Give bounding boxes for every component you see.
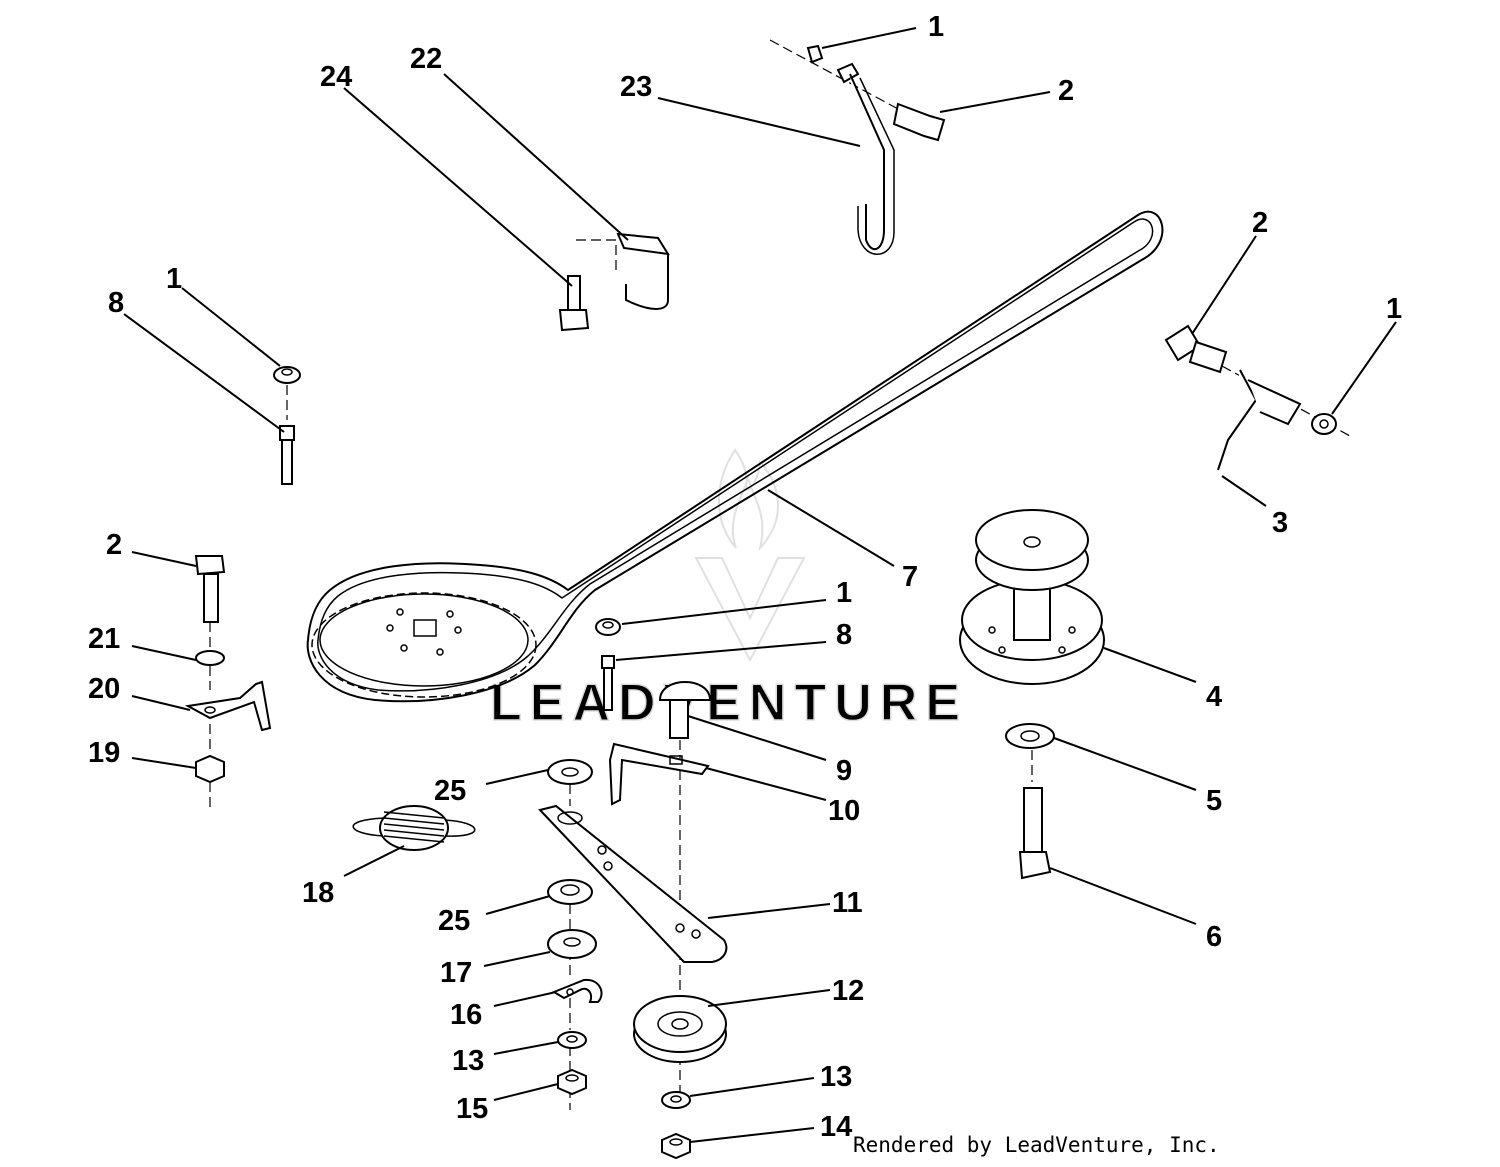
callout-1: 1 xyxy=(928,11,944,43)
leader-lines xyxy=(123,27,1397,1143)
callout-19: 19 xyxy=(88,737,120,769)
callout-23: 23 xyxy=(620,71,652,103)
callout-12: 12 xyxy=(832,975,864,1007)
callout-24: 24 xyxy=(320,61,352,93)
belt-guide-right xyxy=(1164,324,1351,471)
callout-22: 22 xyxy=(410,43,442,75)
callout-15: 15 xyxy=(456,1093,488,1125)
spring-clip xyxy=(551,978,603,1003)
bracket-assembly-left xyxy=(184,555,272,808)
idler-pulley xyxy=(633,995,727,1063)
callout-16: 16 xyxy=(450,999,482,1031)
idler-bracket xyxy=(608,742,710,806)
flat-washer-right xyxy=(661,1091,691,1109)
callout-6: 6 xyxy=(1206,921,1222,953)
callout-13: 13 xyxy=(452,1045,484,1077)
leadventure-watermark: LEADVENTURE xyxy=(489,448,968,733)
idler-arm xyxy=(538,804,728,963)
callout-10: 10 xyxy=(828,795,860,827)
callout-1: 1 xyxy=(166,263,182,295)
callout-14: 14 xyxy=(820,1111,852,1143)
callout-20: 20 xyxy=(88,673,120,705)
callout-21: 21 xyxy=(88,623,120,655)
bushing-lower xyxy=(547,879,593,905)
tension-spring xyxy=(352,805,476,851)
pulley-washer-bolt xyxy=(1005,723,1055,880)
drive-belt xyxy=(306,210,1164,703)
callout-11: 11 xyxy=(832,887,863,919)
callout-3: 3 xyxy=(1272,507,1288,539)
callout-25: 25 xyxy=(434,775,466,807)
callout-25: 25 xyxy=(438,905,470,937)
callout-7: 7 xyxy=(902,561,918,593)
flat-washer-left xyxy=(557,1031,587,1049)
callout-9: 9 xyxy=(836,755,852,787)
callout-17: 17 xyxy=(440,957,472,989)
callout-2: 2 xyxy=(106,529,122,561)
bushing-upper xyxy=(547,759,593,785)
callout-2: 2 xyxy=(1058,75,1074,107)
belt-guide-top xyxy=(769,39,946,255)
callout-2: 2 xyxy=(1252,207,1268,239)
callout-8: 8 xyxy=(836,619,852,651)
lock-nut-right xyxy=(661,1132,691,1160)
nut-stud-middle xyxy=(595,618,621,711)
belt-guide-small xyxy=(558,232,670,332)
watermark-text: LEADVENTURE xyxy=(490,674,968,732)
rendered-by-credit: Rendered by LeadVenture, Inc. xyxy=(853,1133,1220,1157)
callout-numbers: 1 2 23 24 22 2 1 1 8 3 7 2 1 8 4 21 20 9… xyxy=(88,11,1402,1143)
spacer-washer xyxy=(547,929,597,959)
callout-1: 1 xyxy=(1386,293,1402,325)
callout-4: 4 xyxy=(1206,681,1222,713)
lock-nut-left xyxy=(557,1068,587,1096)
double-pulley xyxy=(959,509,1105,685)
callout-18: 18 xyxy=(302,877,334,909)
nut-stud-left xyxy=(273,366,301,485)
callout-1: 1 xyxy=(836,577,852,609)
callout-5: 5 xyxy=(1206,785,1222,817)
callout-13: 13 xyxy=(820,1061,852,1093)
callout-8: 8 xyxy=(108,287,124,319)
